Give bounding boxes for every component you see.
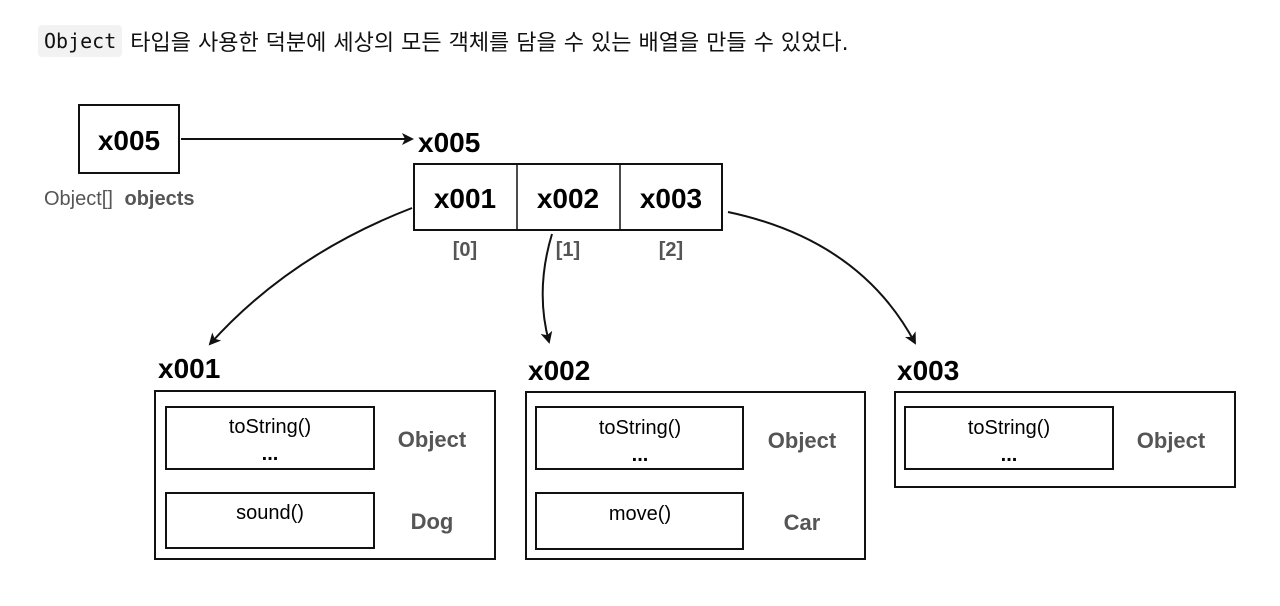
object-x001-method-ellipsis: ...	[262, 443, 279, 465]
object-x001-address: x001	[158, 353, 220, 384]
object-x002-method-move: move()	[609, 503, 671, 525]
arrow-cell-0-to-x001	[208, 207, 413, 346]
object-x003-object-part	[904, 406, 1114, 470]
array-index-0: [0]	[453, 239, 477, 261]
array-index-2: [2]	[659, 239, 683, 261]
object-x001-method-tostring: toString()	[229, 416, 311, 438]
array-cell-0: x001	[434, 183, 496, 214]
array-box	[413, 163, 723, 231]
arrow-cell-2-to-x003	[727, 211, 916, 345]
object-x001-class-dog: Dog	[411, 509, 454, 534]
object-x002-address: x002	[528, 355, 590, 386]
object-x003-method-ellipsis: ...	[1001, 444, 1018, 466]
array-cell-1: x002	[537, 183, 599, 214]
object-x002-method-tostring: toString()	[599, 417, 681, 439]
object-x002-method-ellipsis: ...	[632, 444, 649, 466]
reference-name-label: objects	[124, 188, 194, 210]
object-x003-method-tostring: toString()	[968, 417, 1050, 439]
object-x001-object-part	[165, 406, 375, 470]
object-x002-object-part	[535, 406, 744, 470]
caption-code: Object	[38, 25, 123, 57]
arrow-cell-1-to-x002	[540, 233, 553, 344]
object-x002-class-object: Object	[768, 428, 837, 453]
reference-label: Object[] objects	[44, 188, 195, 210]
reference-type-label: Object[]	[44, 188, 113, 210]
object-x002-car-part	[535, 492, 744, 550]
caption: Object 타입을 사용한 덕분에 세상의 모든 객체를 담을 수 있는 배열…	[38, 18, 849, 64]
array-cell-2: x003	[640, 183, 702, 214]
array-address: x005	[418, 127, 480, 158]
object-x003-class-object: Object	[1137, 428, 1206, 453]
caption-text: 타입을 사용한 덕분에 세상의 모든 객체를 담을 수 있는 배열을 만들 수 …	[130, 31, 849, 56]
object-x002-class-car: Car	[784, 510, 821, 535]
object-x001-class-object: Object	[398, 427, 467, 452]
object-x001-dog-part	[165, 492, 375, 549]
object-x001-method-sound: sound()	[236, 502, 304, 524]
object-x003-address: x003	[897, 355, 959, 386]
array-index-1: [1]	[556, 239, 580, 261]
reference-value: x005	[98, 125, 160, 156]
reference-box	[78, 104, 180, 174]
